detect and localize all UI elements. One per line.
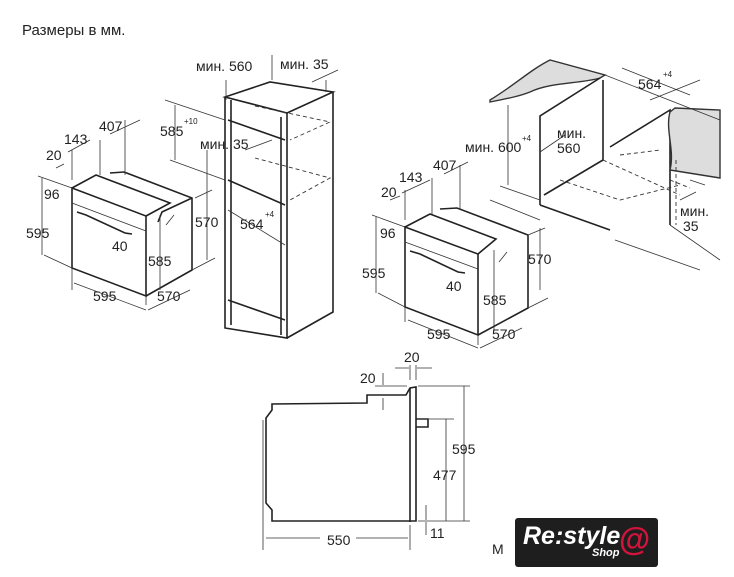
right-oven-drawing	[404, 207, 529, 337]
undercounter-cabinet-drawing	[489, 59, 721, 271]
dim-143: 143	[64, 131, 88, 147]
dim-min-35-value: 35	[683, 218, 699, 234]
side-view-dimensions	[262, 365, 470, 550]
label-m: M	[492, 541, 504, 557]
dim-570-height-right: 570	[528, 251, 552, 267]
dim-side-11: 11	[430, 525, 445, 541]
dim-595-width-right: 595	[427, 326, 451, 342]
restyle-shop-logo: Re:style Shop @	[515, 518, 658, 567]
dim-20: 20	[46, 147, 62, 163]
dim-585-tolerance: +10	[184, 117, 198, 126]
dim-side-left-20: 20	[360, 370, 376, 386]
dim-143-right: 143	[399, 169, 423, 185]
dim-407: 407	[99, 118, 123, 134]
dim-40-right: 40	[446, 278, 462, 294]
dim-min-560: мин. 560	[196, 58, 253, 74]
dim-407-right: 407	[433, 157, 457, 173]
dim-570-depth-right: 570	[492, 326, 516, 342]
page-title: Размеры в мм.	[22, 22, 126, 39]
dim-20-right: 20	[381, 184, 397, 200]
right-oven-dimensions	[371, 161, 549, 349]
dim-side-top-20: 20	[404, 349, 420, 365]
undercounter-cabinet-dimensions	[499, 67, 706, 201]
dim-564-tolerance: +4	[265, 210, 275, 219]
dim-min-560-value: 560	[557, 140, 581, 156]
dim-96-right: 96	[380, 225, 396, 241]
dim-585-right: 585	[483, 292, 507, 308]
side-view-drawing	[265, 386, 429, 522]
dim-595-height-right: 595	[362, 265, 386, 281]
logo-brand: Re:style	[523, 522, 621, 550]
tall-cabinet-dimensions	[164, 55, 339, 181]
dim-585: 585	[148, 253, 172, 269]
dim-570-depth: 570	[157, 288, 181, 304]
dim-564-right: 564	[638, 76, 662, 92]
dim-564-right-tolerance: +4	[663, 70, 673, 79]
dim-40: 40	[112, 238, 128, 254]
logo-cart-icon: @	[619, 521, 651, 557]
dim-min-600: мин. 600	[465, 139, 522, 155]
tall-cabinet-drawing	[222, 81, 336, 339]
logo-sub: Shop	[592, 547, 620, 559]
dim-side-595: 595	[452, 441, 476, 457]
dim-min-35-top: мин. 35	[280, 56, 329, 72]
dim-side-550: 550	[327, 532, 351, 548]
dim-595-width: 595	[93, 288, 117, 304]
dim-585-niche: 585	[160, 123, 184, 139]
dim-96: 96	[44, 186, 60, 202]
dim-min-35-label: мин.	[680, 203, 709, 219]
left-oven-dimensions	[37, 119, 216, 311]
dim-595-height: 595	[26, 225, 50, 241]
dim-min-560-label: мин.	[557, 125, 586, 141]
dim-min-600-tolerance: +4	[522, 134, 532, 143]
dim-min-35-mid: мин. 35	[200, 136, 249, 152]
dim-570-height: 570	[195, 214, 219, 230]
dim-564: 564	[240, 216, 264, 232]
dim-side-477: 477	[433, 467, 457, 483]
left-oven-drawing	[71, 171, 193, 298]
